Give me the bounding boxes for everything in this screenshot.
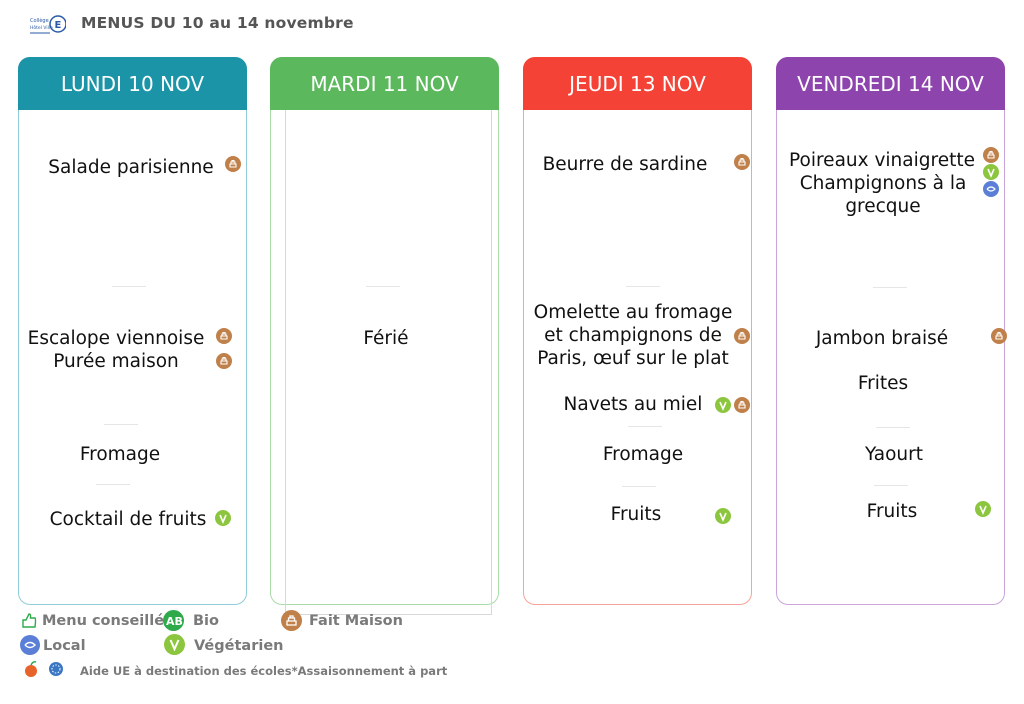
day-label: MARDI 11 NOV [310, 71, 459, 96]
legend-local: Local [43, 638, 86, 654]
menu-item: Navets au miel [563, 394, 703, 415]
svg-text:Hôtel Ville: Hôtel Ville [30, 24, 53, 31]
fait-maison-icon [983, 147, 999, 163]
legend-fait-maison: Fait Maison [309, 613, 403, 629]
vegetarian-icon [975, 501, 991, 517]
menu-item: Fromage [602, 444, 684, 465]
eu-aid-icon [47, 660, 65, 678]
legend-menu-conseille: Menu conseillé [42, 613, 165, 629]
legend-bio: Bio [193, 613, 219, 629]
fait-maison-icon [734, 397, 750, 413]
svg-text:AB: AB [166, 615, 183, 628]
separator [873, 287, 907, 288]
menu-item: Fromage [79, 444, 161, 465]
day-header-mardi: MARDI 11 NOV [270, 57, 499, 110]
fait-maison-icon [734, 154, 750, 170]
separator [622, 486, 656, 487]
day-header-jeudi: JEUDI 13 NOV [523, 57, 752, 110]
vegetarian-icon [715, 508, 731, 524]
legend-note: Aide UE à destination des écoles*Assaiso… [80, 664, 448, 678]
day-label: LUNDI 10 NOV [60, 71, 205, 96]
menu-conseille-icon [20, 611, 38, 629]
menu-item: Fruits [610, 504, 662, 525]
separator [366, 286, 400, 287]
separator [96, 484, 130, 485]
day-header-vendredi: VENDREDI 14 NOV [776, 57, 1005, 110]
local-icon [983, 181, 999, 197]
vegetarian-icon [164, 634, 185, 655]
local-icon [20, 635, 40, 655]
separator [874, 485, 908, 486]
day-label: JEUDI 13 NOV [569, 71, 706, 96]
day-column-vendredi: VENDREDI 14 NOV [776, 57, 1005, 605]
day-column-lundi: LUNDI 10 NOV [18, 57, 247, 605]
menu-item: Yaourt [865, 444, 923, 465]
bio-icon: AB [163, 610, 184, 631]
menu-item: Poireaux vinaigrette [789, 150, 975, 171]
day-column-mardi: MARDI 11 NOV [270, 57, 499, 605]
menu-item: Jambon braisé [815, 328, 949, 349]
menu-item: Frites [857, 373, 909, 394]
menu-item: Fruits [866, 501, 918, 522]
fait-maison-icon [216, 328, 232, 344]
fait-maison-icon [225, 156, 241, 172]
menu-item: Beurre de sardine [542, 154, 708, 175]
menu-item: Champignons à la grecque [799, 173, 967, 217]
day-column-jeudi: JEUDI 13 NOV [523, 57, 752, 605]
separator [628, 426, 662, 427]
separator [876, 427, 910, 428]
fruit-icon [22, 660, 40, 678]
vegetarian-icon [983, 164, 999, 180]
fait-maison-icon [281, 610, 302, 631]
menu-item: Escalope viennoise [27, 328, 205, 349]
menu-item: Cocktail de fruits [49, 509, 207, 530]
separator [112, 286, 146, 287]
svg-text:Collège: Collège [30, 17, 49, 24]
fait-maison-icon [734, 328, 750, 344]
vegetarian-icon [215, 510, 231, 526]
menu-item: Omelette au fromage et champignons de Pa… [533, 302, 733, 369]
menu-item: Férié [363, 328, 409, 349]
menu-item: Purée maison [53, 351, 179, 372]
fait-maison-icon [216, 353, 232, 369]
separator [104, 424, 138, 425]
page-title: MENUS DU 10 au 14 novembre [81, 14, 354, 32]
day-header-lundi: LUNDI 10 NOV [18, 57, 247, 110]
vegetarian-icon [715, 397, 731, 413]
separator [626, 286, 660, 287]
svg-text:E: E [55, 20, 62, 31]
legend-vegetarien: Végétarien [194, 638, 284, 654]
fait-maison-icon [991, 328, 1007, 344]
school-logo: Collège Hôtel Ville E [28, 12, 67, 36]
day-label: VENDREDI 14 NOV [797, 71, 984, 96]
inner-frame [285, 110, 492, 615]
menu-item: Salade parisienne [48, 157, 214, 178]
